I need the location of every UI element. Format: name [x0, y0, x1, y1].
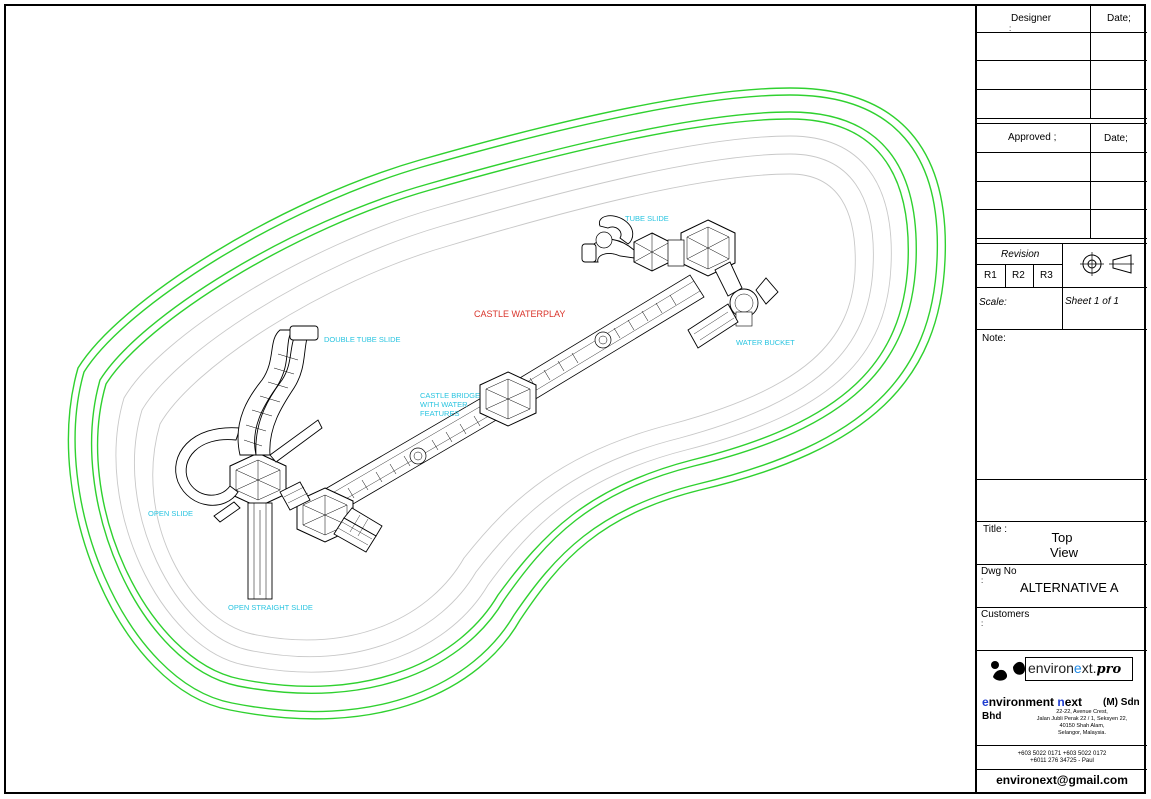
address-line-1: 22-22, Avenue Crest, — [1056, 709, 1108, 715]
site-plan-drawing: CASTLE WATERPLAY TUBE SLIDE DOUBLE TUBE … — [67, 87, 947, 720]
designer-label: Designer — [1011, 13, 1052, 24]
label-double-tube-slide: DOUBLE TUBE SLIDE — [324, 335, 401, 344]
label-open-slide: OPEN SLIDE — [148, 509, 193, 518]
company-name-n: n — [1057, 695, 1065, 709]
customers-label: Customers — [981, 609, 1030, 620]
phone-line-2: +6011 276 34725 - Paul — [1030, 758, 1094, 764]
company-address: 22-22, Avenue Crest, Jalan Jubli Perak 2… — [1017, 709, 1147, 737]
company-name-rest1: nvironment — [988, 695, 1058, 709]
revision-label: Revision — [1001, 249, 1040, 260]
tower-small — [633, 232, 671, 272]
pool-outer-line — [67, 87, 947, 720]
pool-inner-line — [91, 111, 917, 694]
dwg-no-value: ALTERNATIVE A — [1020, 580, 1119, 595]
logo-wordmark: environext.pro — [1025, 657, 1133, 681]
company-suffix: (M) Sdn — [1103, 697, 1140, 708]
title-value-line2: View — [1050, 545, 1078, 560]
logo-text-e: e — [1073, 660, 1082, 676]
dwg-no-colon: : — [981, 576, 984, 585]
logo-text-pro: pro — [1096, 662, 1122, 677]
tower-hexagons — [229, 219, 736, 543]
tower-upper — [680, 219, 736, 277]
address-line-4: Selangor, Malaysia. — [1058, 730, 1106, 736]
double-tube-slide — [237, 325, 323, 463]
label-tube-slide: TUBE SLIDE — [625, 214, 669, 223]
company-phones: +603 5022 0171 +603 5022 0172 +6011 276 … — [977, 751, 1147, 765]
stairs-lower — [333, 507, 383, 553]
open-straight-slide — [247, 502, 273, 600]
tower-left — [229, 452, 287, 508]
date-label-designer: Date; — [1107, 13, 1131, 24]
sheet-label: Sheet 1 of 1 — [1065, 296, 1119, 307]
label-castle-waterplay: CASTLE WATERPLAY — [474, 309, 565, 319]
slides — [175, 215, 779, 600]
address-line-2: Jalan Jubli Perak 22 / 1, Seksyen 22, — [1036, 716, 1128, 722]
pool-depth-lines — [115, 135, 892, 673]
date-label-approved: Date; — [1104, 133, 1128, 144]
approved-label: Approved ; — [1008, 132, 1057, 143]
title-block: Designer : Date; Approved ; Date; Revisi… — [975, 5, 1147, 793]
phone-line-1: +603 5022 0171 +603 5022 0172 — [1017, 751, 1107, 757]
open-slide — [175, 427, 241, 523]
company-logo: environext.pro — [987, 653, 1137, 687]
stairs-left — [279, 481, 311, 511]
company-name-e: e — [982, 695, 989, 709]
drawing-sheet — [4, 4, 1146, 794]
label-castle-bridge-1: CASTLE BRIDGE — [420, 391, 480, 400]
designer-colon: : — [1009, 24, 1012, 33]
title-label: Title : — [983, 524, 1008, 535]
title-value-line1: Top — [1051, 530, 1073, 545]
third-angle-projection-icon — [1080, 252, 1134, 276]
company-bhd: Bhd — [982, 711, 1002, 722]
pool-outline — [67, 87, 947, 720]
revision-r1[interactable]: R1 — [984, 270, 997, 281]
droplets-icon — [991, 661, 1025, 681]
tower-middle — [479, 371, 537, 427]
address-line-3: 40150 Shah Alam, — [1059, 723, 1105, 729]
label-castle-bridge-3: FEATURES — [420, 409, 459, 418]
scale-label: Scale: — [979, 297, 1007, 308]
tube-slide — [581, 215, 635, 263]
label-open-straight-slide: OPEN STRAIGHT SLIDE — [228, 603, 313, 612]
company-name-rest2: ext — [1064, 695, 1083, 709]
revision-r2[interactable]: R2 — [1012, 270, 1025, 281]
revision-r3[interactable]: R3 — [1040, 270, 1053, 281]
company-name: environment next — [982, 695, 1082, 709]
logo-text-environ: environ — [1028, 660, 1074, 676]
customers-colon: : — [981, 619, 984, 628]
label-water-bucket: WATER BUCKET — [736, 338, 795, 347]
pool-inner-line-2 — [96, 118, 909, 687]
logo-text-xt: xt. — [1081, 660, 1097, 676]
pool-outer-line-2 — [74, 94, 939, 713]
company-email[interactable]: environext@gmail.com — [996, 773, 1128, 787]
water-bucket — [687, 261, 779, 349]
dwg-no-label: Dwg No — [981, 566, 1017, 577]
label-castle-bridge-2: WITH WATER — [420, 400, 468, 409]
note-label: Note: — [982, 333, 1006, 344]
